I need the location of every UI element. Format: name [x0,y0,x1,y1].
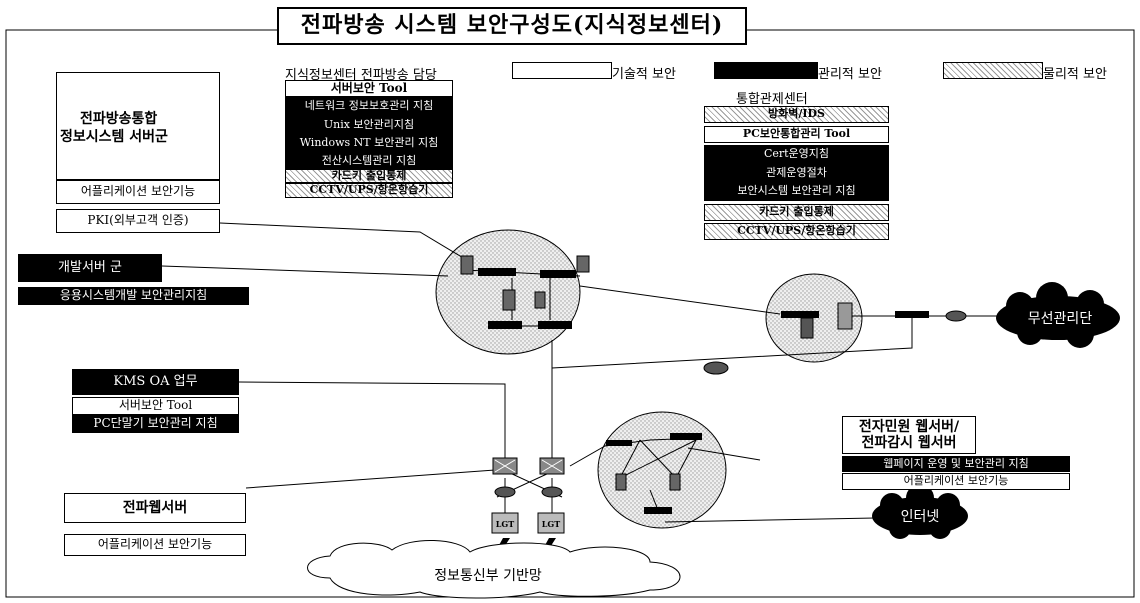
legend-administrative-swatch [714,62,818,79]
legend-administrative-label: 관리적 보안 [818,67,882,82]
server-devices [460,255,853,491]
internet-cloud-label: 인터넷 [901,509,940,525]
legend-technical-label: 기술적 보안 [612,67,676,82]
web-server-title: 전파웹서버 [64,493,246,523]
control-center-heading: 통합관제센터 [736,92,808,107]
legend-physical-swatch [943,62,1043,79]
civil-web-title-line2: 전파감시 웹서버 [861,435,957,451]
web-server-item: 어플리케이션 보안기능 [64,534,246,556]
integrated-server-item: 어플리케이션 보안기능 [56,180,220,204]
civil-web-item: 어플리케이션 보안기능 [842,473,1070,490]
wireless-cloud [996,282,1120,348]
civil-web-item: 웹페이지 운영 및 보안관리 지침 [842,456,1070,472]
integrated-server-panel [56,72,220,180]
dev-server-title: 개발서버 군 [18,254,162,282]
legend-technical-swatch [512,62,612,79]
backbone-cloud [307,540,681,599]
knowledge-center-item: Unix 보안관리지침 [285,116,453,134]
legend-heading: 지식정보센터 전파방송 담당 [285,68,437,83]
lgt-label-right: LGT [542,519,560,529]
page-title: 전파방송 시스템 보안구성도(지식정보센터) [277,7,747,45]
legend-physical-label: 물리적 보안 [1043,67,1107,82]
dev-server-item: 응용시스템개발 보안관리지침 [18,287,249,305]
line-terminal-devices [491,512,565,534]
router-devices [494,310,967,498]
knowledge-center-item: Windows NT 보안관리 지침 [285,134,453,153]
civil-web-title: 전자민원 웹서버/ 전파감시 웹서버 [842,416,976,454]
knowledge-center-item: 네트워크 정보보호관리 지침 [285,97,453,116]
knowledge-center-item: 서버보안 Tool [285,80,453,97]
control-center-item: 카드키 출입통제 [704,204,889,221]
lgt-label-left: LGT [496,519,514,529]
kms-item: PC단말기 보안관리 지침 [72,415,239,433]
internet-cloud [872,484,968,539]
kms-item: 서버보안 Tool [72,397,239,415]
control-center-item: Cert운영지침 [704,145,889,164]
integrated-server-title-1: 전파방송통합 [80,111,158,127]
control-center-item: 방화벽/IDS [704,106,889,123]
kms-title: KMS OA 업무 [72,369,239,395]
integrated-server-item: PKI(외부고객 인증) [56,209,220,233]
control-center-item: 보안시스템 보안관리 지침 [704,182,889,201]
wireless-cloud-label: 무선관리단 [1028,311,1093,327]
knowledge-center-item: 전산시스템관리 지침 [285,153,453,169]
control-center-item: PC보안통합관리 Tool [704,126,889,143]
switch-devices [478,268,929,514]
firewall-devices [492,457,565,475]
knowledge-center-item: CCTV/UPS/항온항습기 [285,183,453,198]
integrated-server-title-2: 정보시스템 서버군 [60,129,168,145]
civil-web-title-line1: 전자민원 웹서버/ [858,418,960,435]
control-center-item: CCTV/UPS/항온항습기 [704,223,889,240]
backbone-cloud-label: 정보통신부 기반망 [434,568,542,584]
control-center-item: 관제운영절차 [704,164,889,182]
knowledge-center-item: 카드키 출입통제 [285,169,453,183]
